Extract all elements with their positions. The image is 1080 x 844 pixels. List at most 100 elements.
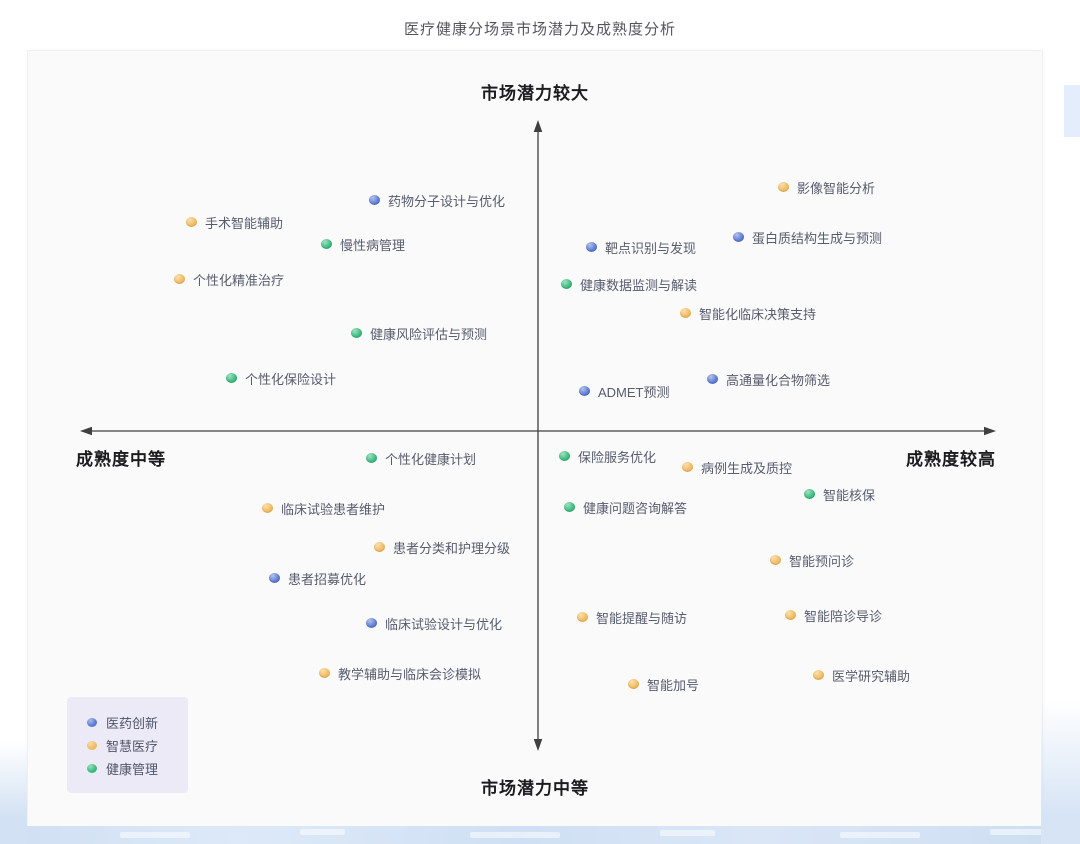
data-point[interactable]: 手术智能辅助 bbox=[186, 216, 283, 231]
data-point[interactable]: 智能化临床决策支持 bbox=[680, 307, 816, 322]
right-edge-decor bbox=[1041, 700, 1080, 844]
point-marker bbox=[778, 182, 789, 192]
point-marker bbox=[804, 489, 815, 499]
legend-label: 医药创新 bbox=[106, 715, 159, 731]
data-point[interactable]: 健康问题咨询解答 bbox=[564, 501, 687, 516]
point-marker bbox=[374, 542, 385, 552]
legend-item[interactable]: 智慧医疗 bbox=[87, 736, 175, 754]
legend-items: 医药创新智慧医疗健康管理 bbox=[87, 713, 175, 777]
point-label: 智能陪诊导诊 bbox=[804, 608, 883, 624]
point-marker bbox=[770, 555, 781, 565]
point-marker bbox=[366, 453, 377, 463]
point-marker bbox=[561, 279, 572, 289]
data-point[interactable]: 智能核保 bbox=[804, 488, 875, 503]
point-marker bbox=[682, 462, 693, 472]
data-point[interactable]: 智能加号 bbox=[628, 678, 699, 693]
data-point[interactable]: 教学辅助与临床会诊模拟 bbox=[319, 667, 481, 682]
data-point[interactable]: 智能预问诊 bbox=[770, 554, 854, 569]
data-point[interactable]: 病例生成及质控 bbox=[682, 461, 792, 476]
axis-label-right: 成熟度较高 bbox=[906, 450, 996, 469]
data-point[interactable]: 智能提醒与随访 bbox=[577, 611, 687, 626]
axis-label-left: 成熟度中等 bbox=[76, 450, 166, 469]
point-marker bbox=[707, 374, 718, 384]
point-label: 个性化健康计划 bbox=[385, 451, 477, 467]
legend-item[interactable]: 健康管理 bbox=[87, 759, 175, 777]
point-label: 临床试验患者维护 bbox=[281, 501, 386, 517]
legend-marker bbox=[87, 740, 97, 750]
point-marker bbox=[226, 373, 237, 383]
legend-label: 健康管理 bbox=[106, 761, 159, 777]
legend: 医药创新智慧医疗健康管理 bbox=[67, 697, 188, 793]
point-marker bbox=[785, 610, 796, 620]
x-axis-arrow-right bbox=[984, 426, 996, 436]
point-marker bbox=[319, 668, 330, 678]
point-marker bbox=[262, 503, 273, 513]
point-marker bbox=[733, 232, 744, 242]
point-marker bbox=[680, 308, 691, 318]
point-label: 慢性病管理 bbox=[340, 237, 406, 253]
point-marker bbox=[369, 195, 380, 205]
data-point[interactable]: ADMET预测 bbox=[579, 385, 670, 400]
point-label: 患者分类和护理分级 bbox=[393, 540, 511, 556]
point-marker bbox=[577, 612, 588, 622]
data-point[interactable]: 个性化健康计划 bbox=[366, 452, 476, 467]
point-label: 病例生成及质控 bbox=[701, 460, 793, 476]
axes bbox=[80, 120, 996, 751]
data-point[interactable]: 慢性病管理 bbox=[321, 238, 405, 253]
data-point[interactable]: 影像智能分析 bbox=[778, 181, 875, 196]
point-label: 智能提醒与随访 bbox=[596, 610, 688, 626]
page-title: 医疗健康分场景市场潜力及成熟度分析 bbox=[403, 21, 676, 38]
point-marker bbox=[321, 239, 332, 249]
data-point[interactable]: 临床试验患者维护 bbox=[262, 502, 385, 517]
point-marker bbox=[813, 670, 824, 680]
axis-label-bottom: 市场潜力中等 bbox=[481, 779, 589, 798]
point-marker bbox=[174, 274, 185, 284]
y-axis-arrow-top bbox=[533, 120, 543, 132]
point-label: 个性化保险设计 bbox=[245, 371, 337, 387]
data-point[interactable]: 医学研究辅助 bbox=[813, 669, 910, 684]
point-label: 智能预问诊 bbox=[789, 553, 855, 569]
data-point[interactable]: 靶点识别与发现 bbox=[586, 241, 696, 256]
data-point[interactable]: 患者分类和护理分级 bbox=[374, 541, 510, 556]
legend-item[interactable]: 医药创新 bbox=[87, 713, 175, 731]
data-point[interactable]: 个性化保险设计 bbox=[226, 372, 336, 387]
point-label: 智能核保 bbox=[823, 487, 876, 503]
point-label: 教学辅助与临床会诊模拟 bbox=[338, 666, 482, 682]
point-label: 健康问题咨询解答 bbox=[583, 500, 688, 516]
data-point[interactable]: 蛋白质结构生成与预测 bbox=[733, 231, 882, 246]
point-label: 患者招募优化 bbox=[288, 571, 367, 587]
point-marker bbox=[586, 242, 597, 252]
point-label: 健康数据监测与解读 bbox=[580, 277, 698, 293]
point-marker bbox=[366, 618, 377, 628]
quadrant-chart-panel: 市场潜力较大 市场潜力中等 成熟度中等 成熟度较高 药物分子设计与优化手术智能辅… bbox=[27, 50, 1043, 829]
data-point[interactable]: 药物分子设计与优化 bbox=[369, 194, 505, 209]
point-label: 临床试验设计与优化 bbox=[385, 616, 503, 632]
data-point[interactable]: 临床试验设计与优化 bbox=[366, 617, 502, 632]
data-point[interactable]: 健康数据监测与解读 bbox=[561, 278, 697, 293]
point-label: 智能化临床决策支持 bbox=[699, 306, 817, 322]
top-right-edge-decor bbox=[1064, 85, 1080, 137]
data-point[interactable]: 患者招募优化 bbox=[269, 572, 366, 587]
left-edge-decor bbox=[0, 742, 27, 844]
point-label: ADMET预测 bbox=[598, 384, 670, 400]
point-marker bbox=[351, 328, 362, 338]
point-label: 药物分子设计与优化 bbox=[388, 193, 506, 209]
legend-marker bbox=[87, 717, 97, 727]
point-label: 健康风险评估与预测 bbox=[370, 326, 488, 342]
x-axis-arrow-left bbox=[80, 426, 92, 436]
axis-label-top: 市场潜力较大 bbox=[481, 84, 589, 103]
data-point[interactable]: 健康风险评估与预测 bbox=[351, 327, 487, 342]
point-label: 医学研究辅助 bbox=[832, 668, 911, 684]
data-point[interactable]: 保险服务优化 bbox=[559, 450, 656, 465]
point-label: 保险服务优化 bbox=[578, 449, 657, 465]
point-label: 智能加号 bbox=[647, 677, 700, 693]
data-point[interactable]: 高通量化合物筛选 bbox=[707, 373, 830, 388]
legend-marker bbox=[87, 763, 97, 773]
point-marker bbox=[564, 502, 575, 512]
data-point[interactable]: 智能陪诊导诊 bbox=[785, 609, 882, 624]
data-point[interactable]: 个性化精准治疗 bbox=[174, 273, 284, 288]
point-label: 个性化精准治疗 bbox=[193, 272, 285, 288]
legend-label: 智慧医疗 bbox=[106, 738, 159, 754]
point-label: 蛋白质结构生成与预测 bbox=[752, 230, 883, 246]
